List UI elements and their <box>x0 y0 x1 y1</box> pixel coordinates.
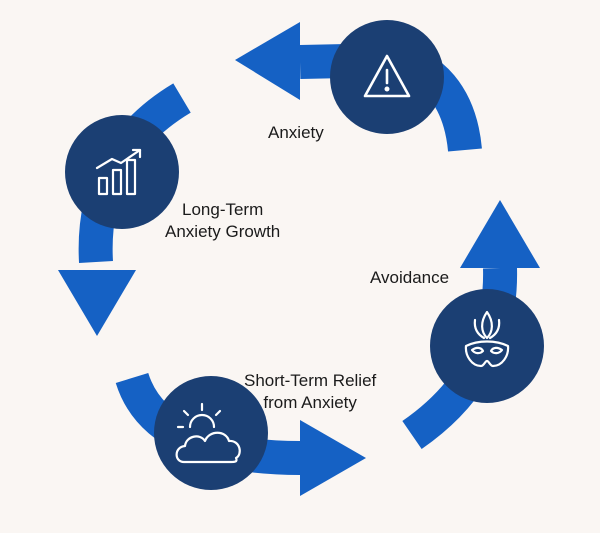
label-anxiety: Anxiety <box>268 123 324 142</box>
warning-triangle-icon <box>363 54 411 98</box>
label-avoidance: Avoidance <box>370 268 450 287</box>
node-anxiety <box>330 20 444 134</box>
node-avoidance <box>430 289 544 403</box>
node-growth <box>65 115 179 229</box>
growth-chart-icon <box>95 148 142 196</box>
label-growth: Long-Term Anxiety Growth <box>165 200 281 241</box>
cloud-sun-icon <box>175 402 241 464</box>
mask-icon <box>464 310 510 368</box>
label-relief: Short-Term Relief from Anxiety <box>244 371 377 412</box>
node-relief <box>154 376 268 490</box>
